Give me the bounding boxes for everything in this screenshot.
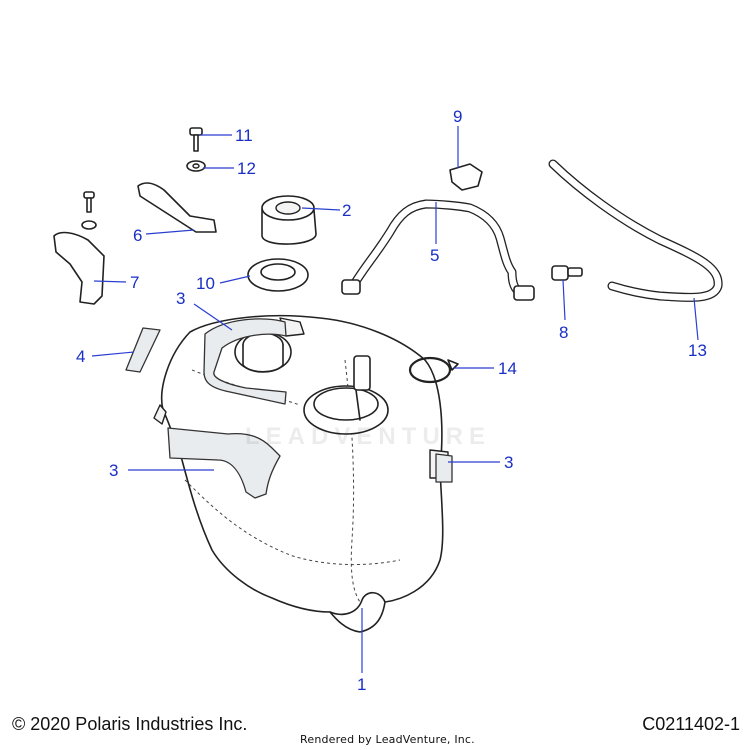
callout-6: 6 [133,226,142,245]
gasket-ring [247,258,309,292]
callout-8: 8 [559,323,568,342]
callout-9: 9 [453,107,462,126]
callout-5: 5 [430,246,439,265]
callout-3-right: 3 [504,453,513,472]
watermark: LEADVENTURE [245,423,492,450]
hose [548,159,723,302]
pad-part-4 [125,327,161,373]
clamp [408,356,459,384]
fuel-pump-module [303,355,389,435]
callout-7: 7 [130,273,139,292]
callouts: 1 2 3 3 3 4 5 6 7 8 9 10 11 12 13 14 [76,107,707,694]
callout-4: 4 [76,347,85,366]
rendered-by-text: Rendered by LeadVenture, Inc. [300,733,475,746]
callout-3-top: 3 [176,289,185,308]
callout-1: 1 [357,675,366,694]
bolt [189,127,203,152]
copyright-text: © 2020 Polaris Industries Inc. [12,714,248,734]
fuel-cap [261,195,317,245]
vent-tube [341,199,535,301]
callout-10: 10 [196,274,215,293]
callout-3-left: 3 [109,461,118,480]
callout-14: 14 [498,359,517,378]
tank-pad-right [435,453,453,483]
fitting [551,265,583,281]
leader-lines [91,126,699,673]
bolt-bracket [81,191,97,230]
callout-13: 13 [688,341,707,360]
tank-pad-top [203,318,287,405]
callout-11: 11 [235,126,253,145]
clip [449,163,483,191]
callout-12: 12 [237,159,256,178]
fuel-tank [153,314,449,633]
callout-2: 2 [342,201,351,220]
figure-code: C0211402-1 [642,714,740,734]
tank-pad-side [167,427,281,499]
washer [186,160,206,172]
bracket-side [53,231,105,305]
bracket-upper [137,182,217,233]
